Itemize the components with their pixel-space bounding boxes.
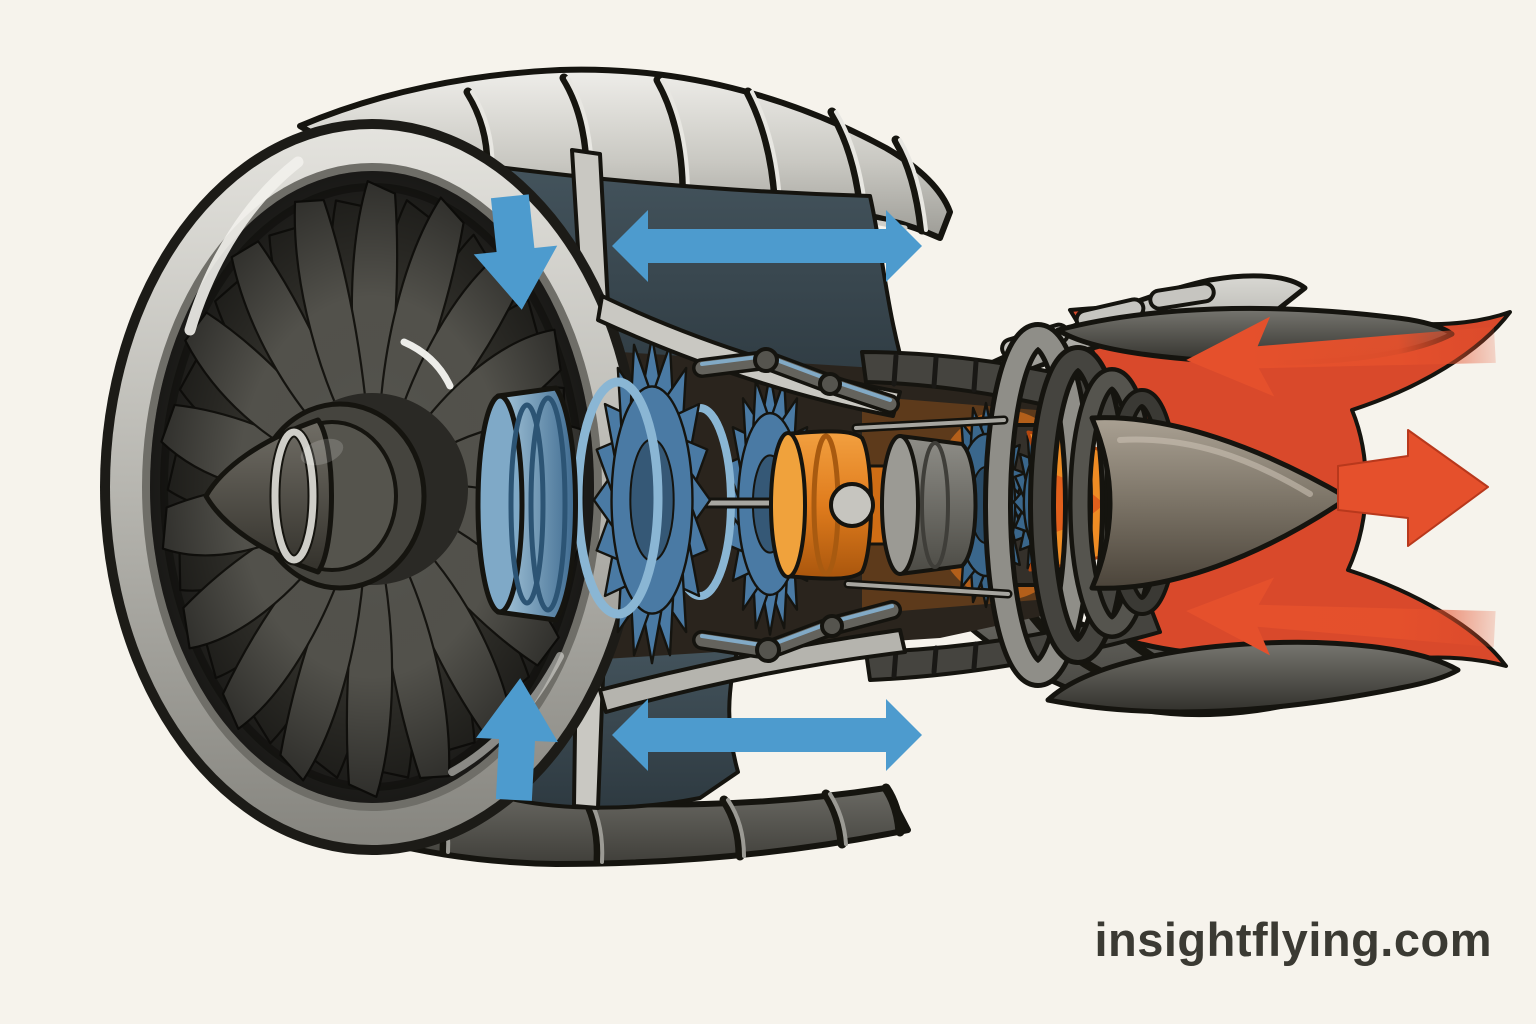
duct-inner-wall-bottom <box>598 628 907 714</box>
nozzle-petal-bottom <box>1045 639 1461 715</box>
intake-arrow-down <box>473 194 558 310</box>
watermark-text: insightflying.com <box>1094 913 1492 966</box>
bypass-arrow-top <box>612 210 922 282</box>
exhaust-arrow-center <box>1337 429 1489 547</box>
compressor-front-drum <box>475 385 578 623</box>
rim-glint-top <box>184 156 304 336</box>
bypass-arrow-bottom <box>612 699 922 771</box>
fan-assembly <box>100 119 644 855</box>
airflow-arrows <box>473 194 922 801</box>
exhaust-arrow-top <box>1186 316 1496 397</box>
exhaust-cone <box>1089 415 1351 591</box>
compressor-disc-1-ring <box>573 377 663 619</box>
turbine-shaft-drum <box>880 434 978 576</box>
spinner-cone <box>203 417 334 575</box>
support-strut-bottom <box>692 600 902 663</box>
rim-glint-inner <box>400 338 454 390</box>
exhaust-arrows <box>1186 316 1496 656</box>
combustor-can <box>769 429 873 581</box>
support-strut-top <box>692 347 900 414</box>
fan-spinner <box>203 401 427 591</box>
frame-rod-top <box>854 418 1006 430</box>
shaft-ball-joint <box>829 482 875 528</box>
frame-rod-bottom <box>846 582 1010 596</box>
intake-arrow-up <box>476 678 558 801</box>
exhaust-arrow-bottom <box>1186 577 1496 656</box>
